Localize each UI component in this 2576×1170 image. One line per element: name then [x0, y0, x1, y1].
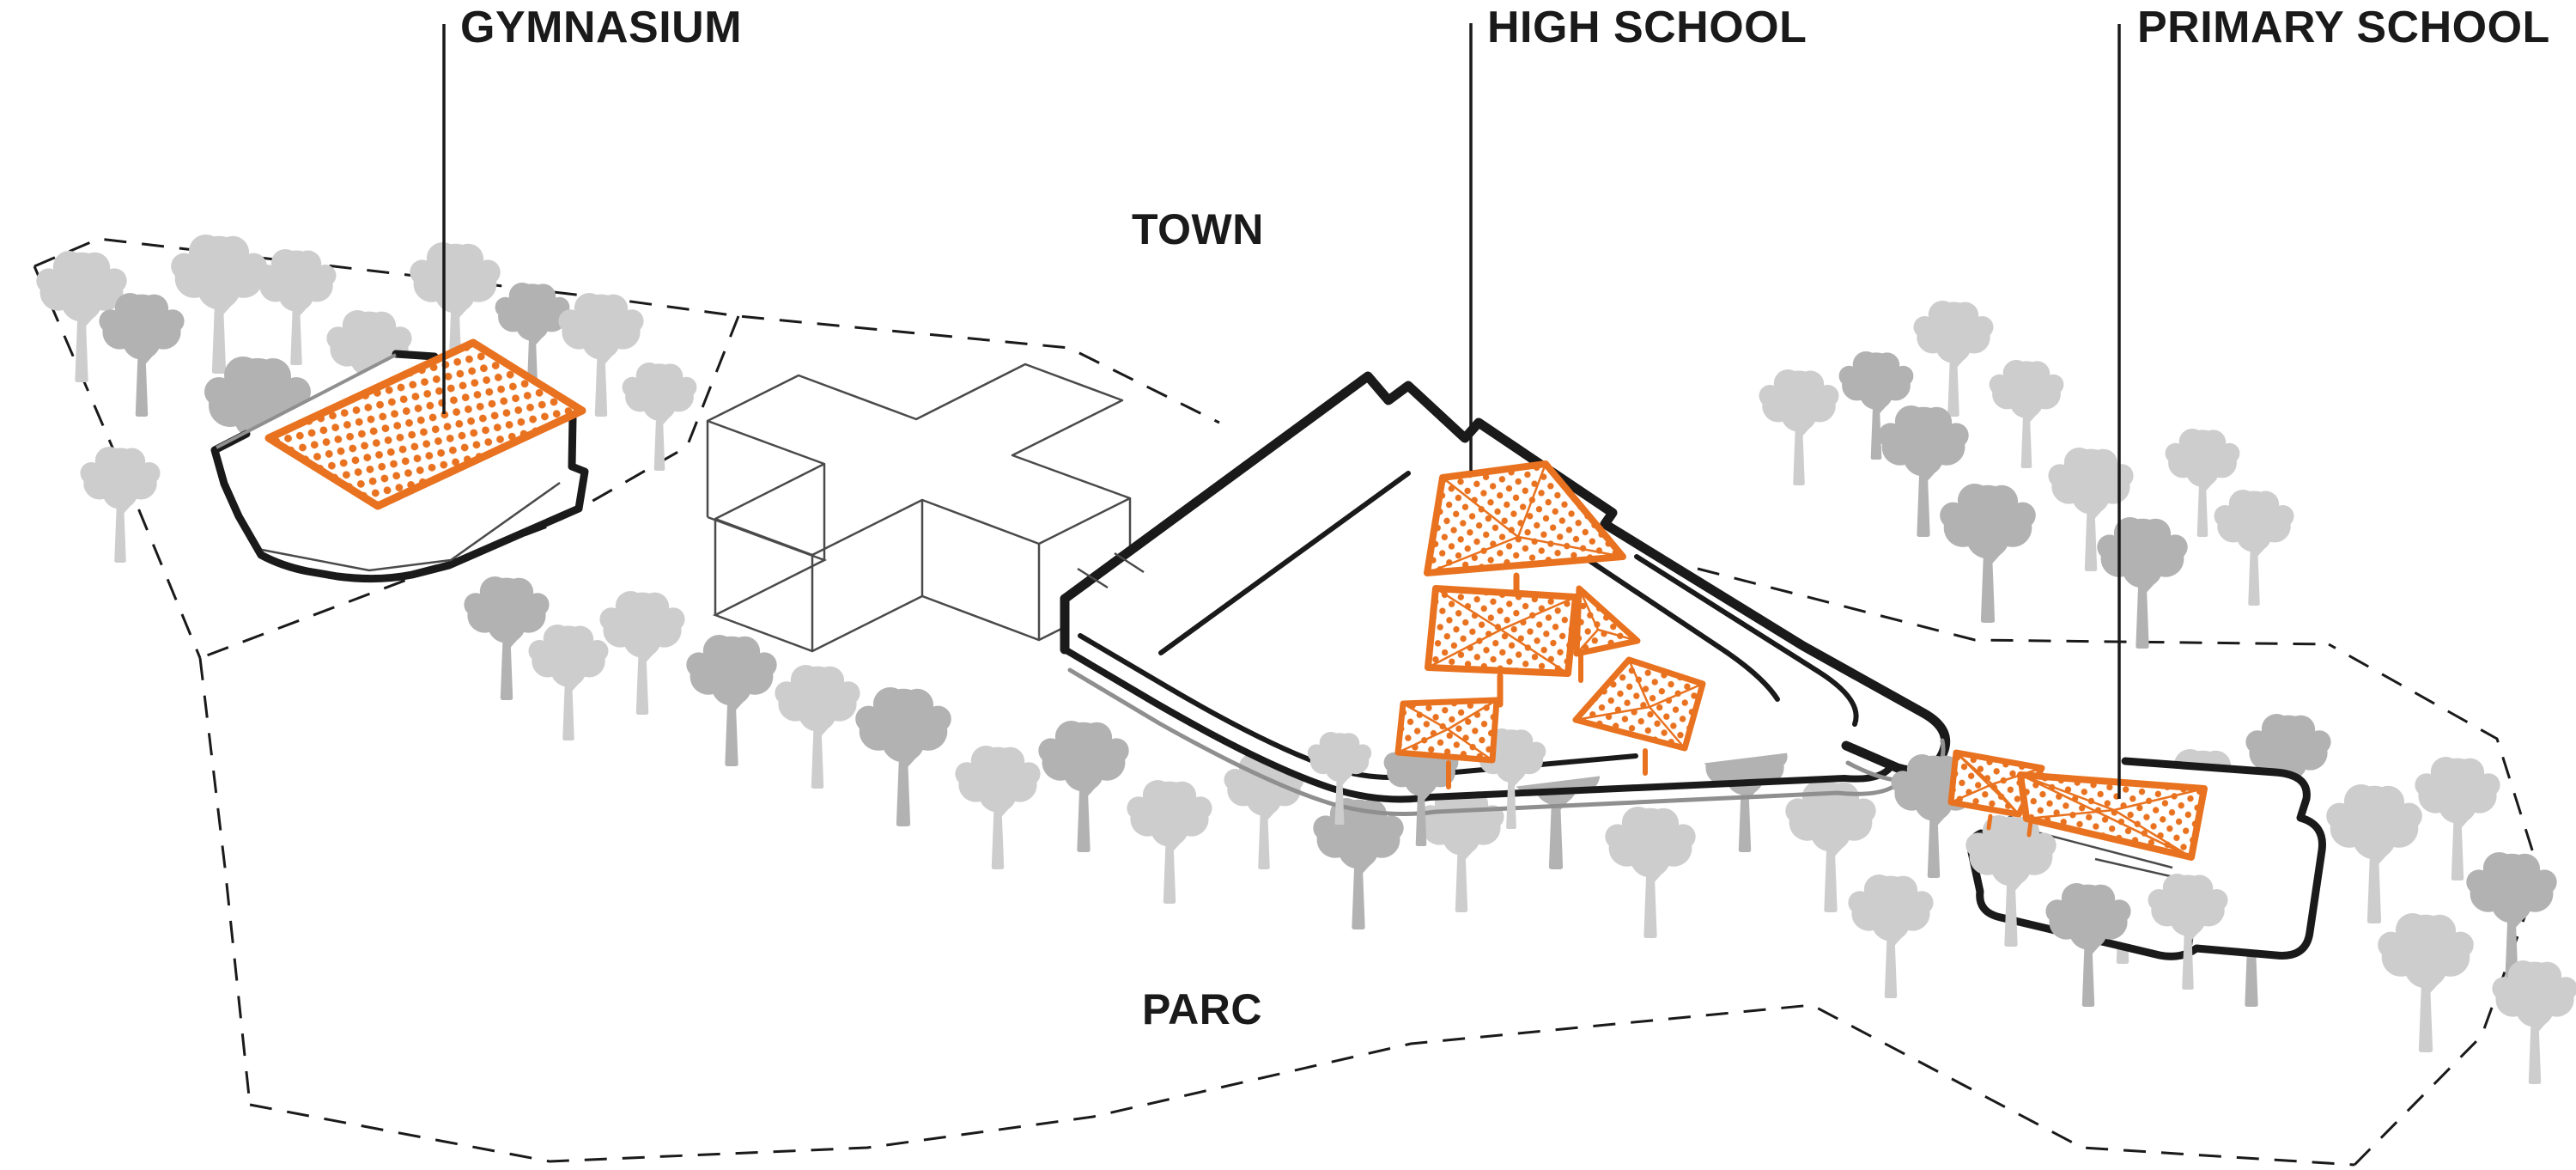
high-school-shadow — [1067, 667, 1905, 817]
tree-icon — [2097, 517, 2188, 649]
tree-icon — [2326, 784, 2422, 923]
high-school-bottom — [1061, 646, 1896, 803]
tree-icon — [171, 235, 267, 374]
gymnasium-nw-edge — [216, 353, 397, 449]
tree-icon — [464, 576, 550, 700]
canopy-2-ribs — [1427, 587, 1577, 675]
leader-lines — [442, 23, 2121, 799]
primary-roof-large-ribs — [2020, 773, 2205, 859]
tree-icon — [2214, 490, 2294, 606]
primary-roof-large-stem — [2026, 819, 2033, 838]
primary-school-slab — [2030, 829, 2173, 869]
town-building-bottom — [707, 515, 1131, 653]
tree-icon — [1940, 484, 2036, 623]
canopy-1-ribs — [1426, 463, 1624, 575]
label-town: TOWN — [1132, 205, 1264, 253]
gymnasium-stub — [392, 350, 439, 361]
boundary-parc-bottom — [249, 1003, 2355, 1167]
tree-icon — [1759, 369, 1839, 485]
tree-icon — [686, 635, 777, 766]
gymnasium-outline — [210, 414, 589, 583]
boundary-town-right — [1697, 567, 2330, 646]
label-gymnasium: GYMNASIUM — [460, 3, 743, 52]
label-primary-school: PRIMARY SCHOOL — [2137, 3, 2550, 52]
tree-icon — [528, 625, 609, 740]
tree-icon — [955, 746, 1041, 869]
canopy-3-ribs — [1576, 588, 1638, 655]
tree-icon — [855, 687, 951, 826]
high-school-body — [1065, 376, 1946, 800]
tree-icon — [2378, 913, 2474, 1052]
tree-icon — [256, 249, 337, 365]
high-school-wing-slab — [1634, 554, 1859, 727]
tree-icon — [80, 447, 161, 563]
tree-icon — [1605, 807, 1696, 938]
high-school-court-left — [1158, 471, 1411, 655]
canopy-5-ribs — [1575, 659, 1704, 749]
gymnasium-roof — [264, 338, 586, 510]
town-building-top — [706, 363, 1132, 557]
tree-icon — [622, 363, 697, 471]
primary-school-outline — [1967, 757, 2326, 960]
canopy-4-ribs — [1397, 698, 1498, 762]
tree-icon — [99, 293, 185, 417]
tree-icon — [1038, 721, 1129, 852]
tree-icon — [1313, 798, 1404, 929]
high-school-court-right — [1467, 478, 1780, 702]
high-school-ticks — [1077, 551, 1145, 589]
tree-icon — [1848, 874, 1934, 998]
tree-icon — [1989, 360, 2064, 468]
label-high-school: HIGH SCHOOL — [1487, 3, 1807, 52]
boundary-left-lower — [198, 657, 252, 1106]
tree-icon — [1913, 301, 1994, 417]
primary-roof-small-stem — [1986, 814, 1993, 831]
tree-icon — [1127, 780, 1212, 904]
tree-icon — [775, 665, 860, 789]
town-building-verticals — [706, 421, 1132, 651]
tree-icon — [2492, 960, 2576, 1084]
primary-roof-small-ribs — [1950, 752, 2043, 815]
label-parc: PARC — [1142, 985, 1262, 1033]
tree-icon — [599, 591, 685, 715]
gymnasium-inner-line — [261, 481, 561, 572]
boundary-top — [33, 237, 1220, 424]
roofs-and-canopies — [264, 338, 2208, 861]
